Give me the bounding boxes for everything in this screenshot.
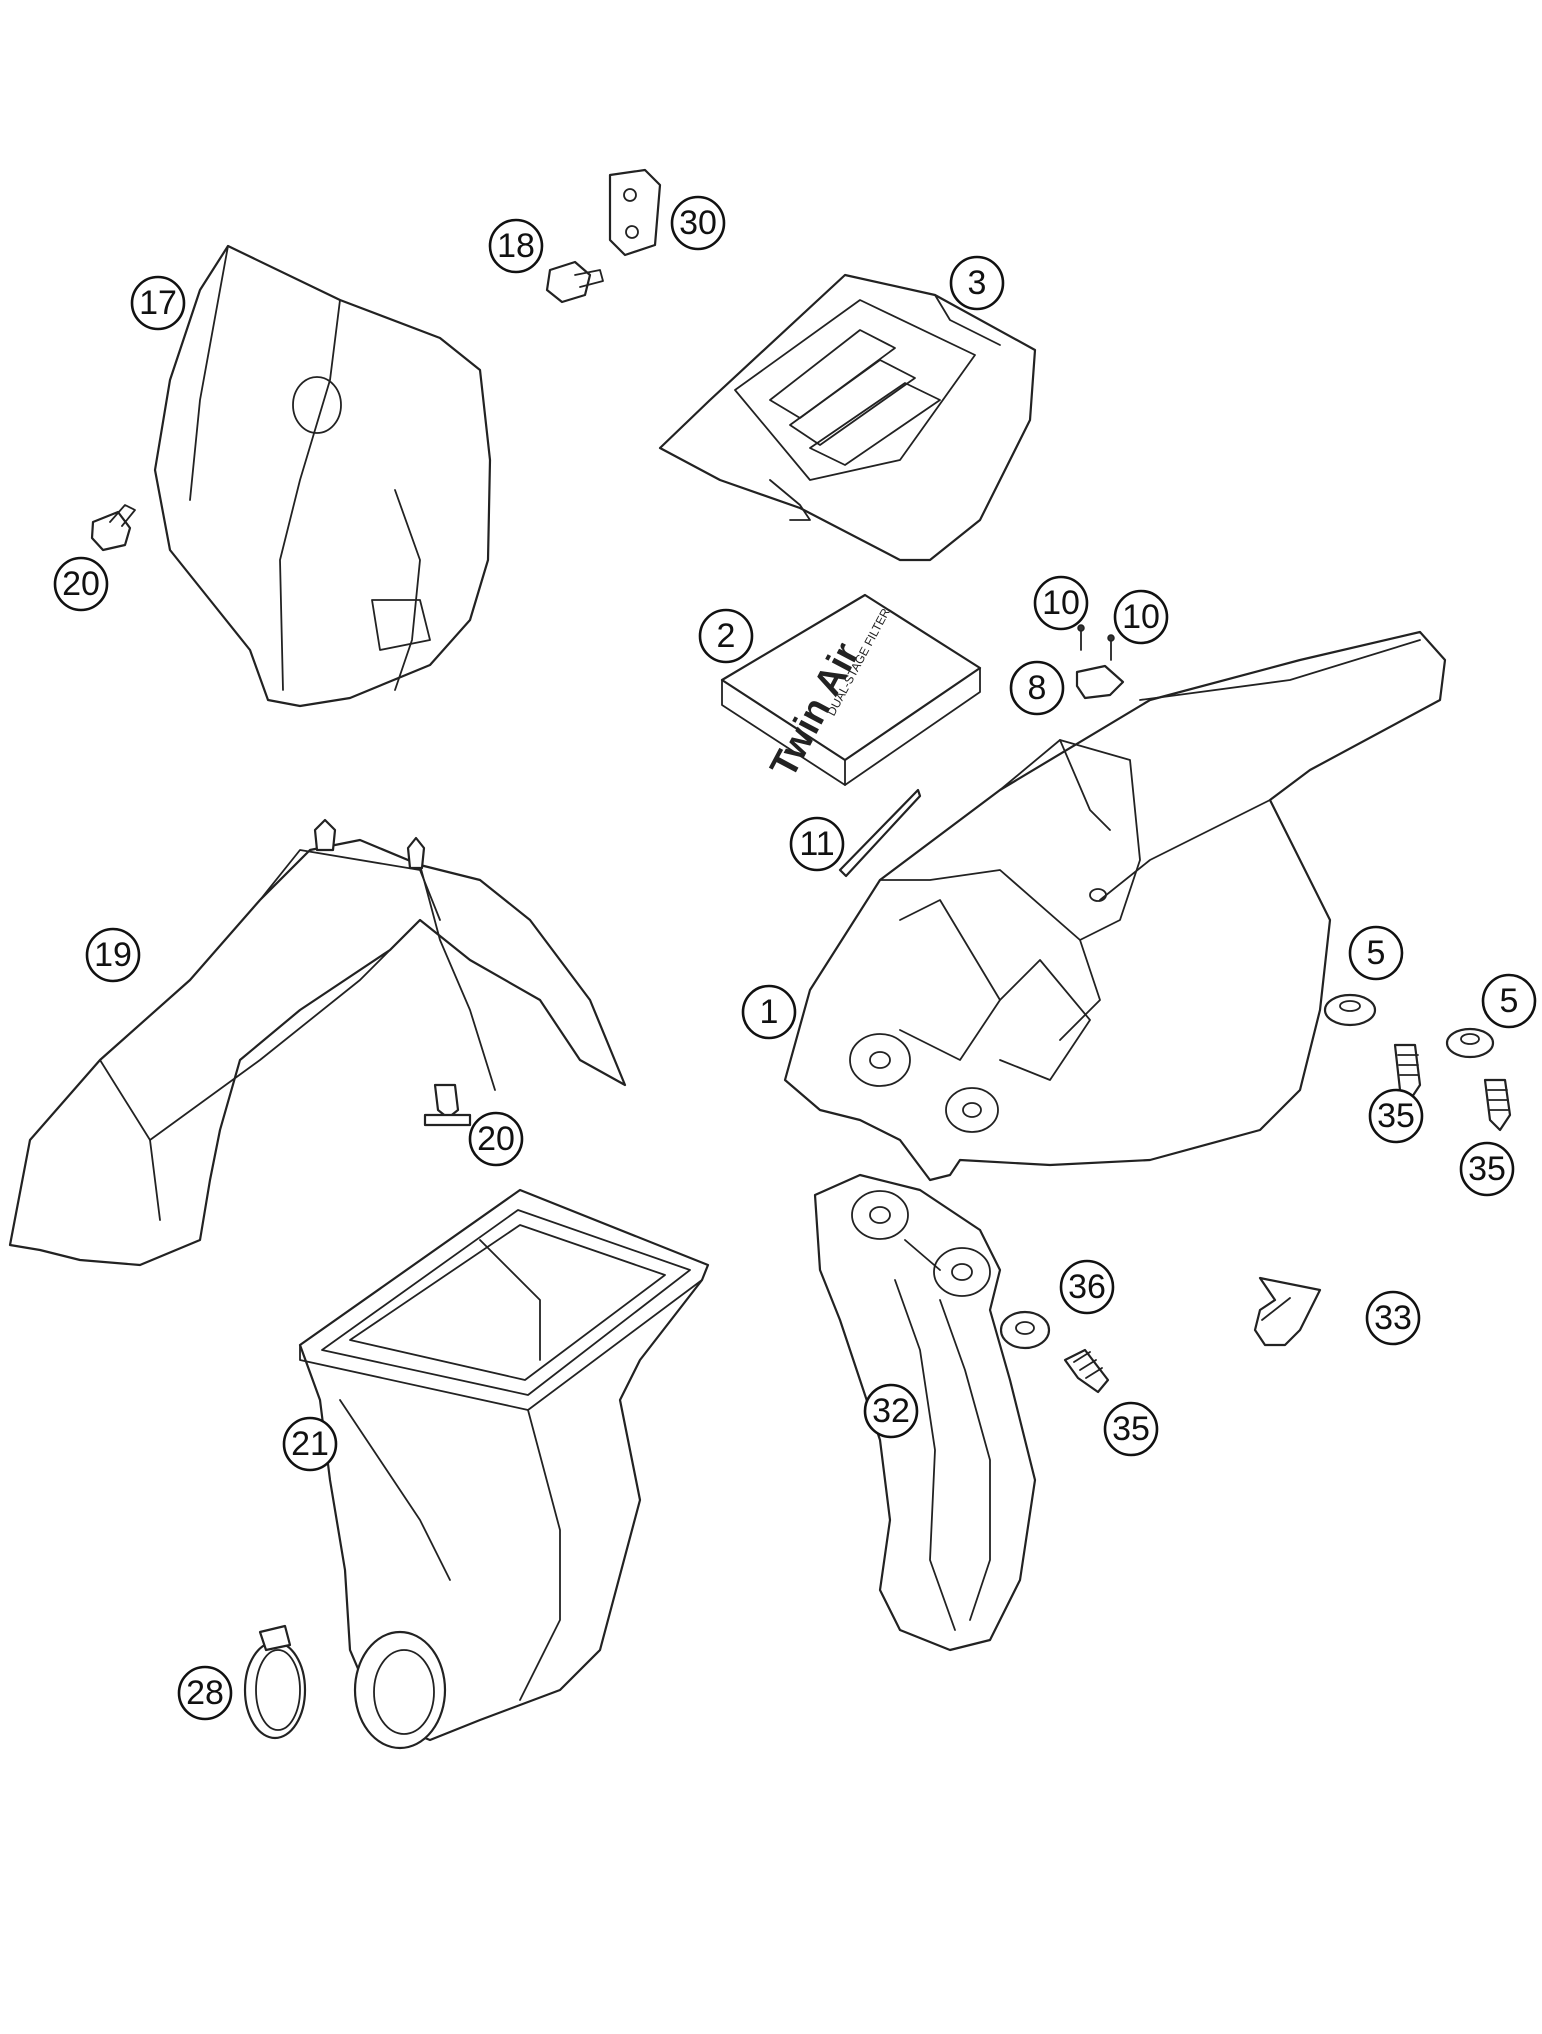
callout-28: 28 (177, 1665, 233, 1721)
callout-35-bottom: 35 (1103, 1401, 1159, 1457)
callout-32: 32 (863, 1383, 919, 1439)
callout-3-label: 3 (968, 264, 987, 302)
callout-35-left-label: 35 (1377, 1097, 1415, 1135)
side-cover (813, 1173, 1037, 1652)
callout-8-label: 8 (1028, 669, 1047, 707)
callout-10-right: 10 (1113, 589, 1169, 645)
callout-33-label: 33 (1374, 1299, 1412, 1337)
airbox-cover (658, 273, 1037, 562)
callout-21: 21 (282, 1416, 338, 1472)
callout-20-center: 20 (468, 1111, 524, 1167)
bolt-20-center (423, 1083, 472, 1127)
callout-35-right-label: 35 (1468, 1150, 1506, 1188)
callout-5-left-label: 5 (1367, 934, 1386, 972)
callout-10-right-label: 10 (1122, 598, 1160, 636)
callout-18-label: 18 (497, 227, 535, 265)
callout-2-label: 2 (717, 617, 736, 655)
callout-11-label: 11 (799, 825, 834, 863)
washer-36 (999, 1310, 1051, 1350)
callout-5-left: 5 (1348, 925, 1404, 981)
callout-30-label: 30 (679, 204, 717, 242)
callout-19-label: 19 (94, 936, 132, 974)
washer-5-left (1323, 993, 1377, 1027)
bolt-35-right (1483, 1078, 1512, 1132)
callout-21-label: 21 (291, 1425, 329, 1463)
callout-35-right: 35 (1459, 1141, 1515, 1197)
callout-20-upper: 20 (53, 556, 109, 612)
callout-1-label: 1 (760, 993, 779, 1031)
callout-19: 19 (85, 927, 141, 983)
callout-8: 8 (1009, 660, 1065, 716)
callout-10-left-label: 10 (1042, 584, 1080, 622)
bolt-20-upper (90, 504, 136, 552)
callout-18: 18 (488, 218, 544, 274)
callout-33: 33 (1365, 1290, 1421, 1346)
seal-11 (838, 788, 922, 878)
callout-5-right-label: 5 (1500, 982, 1519, 1020)
callout-28-label: 28 (186, 1674, 224, 1712)
clip-8 (1075, 664, 1125, 700)
callout-2: 2 (698, 608, 754, 664)
callout-10-left: 10 (1033, 575, 1089, 631)
callout-35-bottom-label: 35 (1112, 1410, 1150, 1448)
bolt-18 (545, 260, 604, 304)
callout-36: 36 (1059, 1259, 1115, 1315)
callout-3: 3 (949, 255, 1005, 311)
bracket-30 (608, 168, 662, 257)
washer-5-right (1445, 1027, 1495, 1059)
callout-35-left: 35 (1368, 1088, 1424, 1144)
callout-20-center-label: 20 (477, 1120, 515, 1158)
callout-30: 30 (670, 195, 726, 251)
cable-tie-33 (1253, 1276, 1322, 1347)
callout-17-label: 17 (139, 284, 177, 322)
screws-10 (1077, 624, 1115, 661)
callout-20-upper-label: 20 (62, 565, 100, 603)
callout-36-label: 36 (1068, 1268, 1106, 1306)
callout-1: 1 (741, 984, 797, 1040)
bolt-35-left (1393, 1043, 1422, 1102)
bolt-35-bottom (1063, 1348, 1110, 1394)
number-plate (153, 244, 492, 708)
callout-17: 17 (130, 275, 186, 331)
rear-fender (783, 630, 1447, 1182)
front-fender (8, 818, 627, 1267)
callout-32-label: 32 (872, 1392, 910, 1430)
air-intake-boot (298, 1188, 710, 1750)
air-filter: Twin Air DUAL-STAGE FILTER (720, 593, 982, 786)
callout-11: 11 (789, 816, 845, 872)
hose-clamp-28 (243, 1624, 307, 1740)
callout-5-right: 5 (1481, 973, 1537, 1029)
